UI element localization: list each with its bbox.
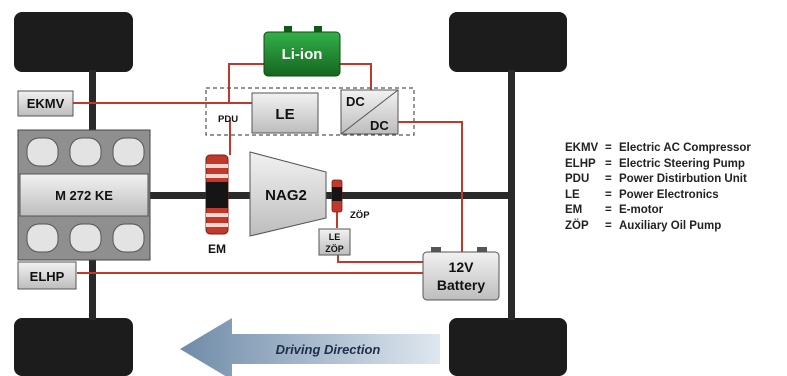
driving-direction-label: Driving Direction — [276, 342, 381, 357]
engine-label-box — [19, 173, 149, 217]
em-core — [206, 182, 228, 208]
transmission-label: NAG2 — [265, 187, 307, 204]
driving-direction-arrow — [180, 318, 440, 376]
le-label: LE — [275, 106, 294, 123]
legend-abbr: EM — [565, 204, 583, 217]
ekmv-box — [17, 90, 74, 117]
tire-rear-right — [449, 318, 567, 376]
legend-eq: = — [605, 157, 612, 170]
battery-12v-terminal-right — [477, 247, 487, 253]
tire-front-right — [14, 318, 133, 376]
ekmv-label: EKMV — [27, 96, 65, 111]
legend-eq: = — [605, 173, 612, 186]
engine-cylinder-2 — [69, 137, 102, 167]
engine-cylinder-3 — [112, 137, 145, 167]
em-stripe-4 — [206, 223, 228, 227]
legend-desc: Auxiliary Oil Pump — [619, 219, 722, 232]
engine-label: M 272 KE — [55, 188, 113, 203]
legend-row: EKMV = Electric AC Compressor — [565, 141, 751, 157]
pdu-label: PDU — [218, 114, 238, 125]
dcdc-diagonal — [340, 89, 399, 135]
legend-abbr: ZÖP — [565, 219, 589, 232]
legend-row: ELHP = Electric Steering Pump — [565, 157, 751, 173]
em-stripe-2 — [206, 174, 228, 178]
battery-12v-terminal-left — [431, 247, 441, 253]
legend-eq: = — [605, 142, 612, 154]
tire-rear-left — [449, 12, 567, 72]
liion-terminal-right — [314, 26, 322, 34]
battery-12v-label-line2: Battery — [437, 277, 485, 293]
elhp-label: ELHP — [30, 269, 65, 284]
dc-top-label: DC — [346, 94, 365, 109]
legend-row: ZÖP = Auxiliary Oil Pump — [565, 219, 751, 235]
wiring — [73, 63, 463, 274]
battery-12v-label-line1: 12V — [449, 259, 475, 275]
le-zop-label-line1: LE — [329, 232, 341, 242]
legend-desc: Electric Steering Pump — [619, 157, 745, 170]
legend-desc: Power Electronics — [619, 188, 719, 201]
transmission-nag2 — [249, 151, 327, 237]
legend-abbr: LE — [565, 188, 580, 201]
em-stripe-3 — [206, 213, 228, 217]
liion-label: Li-ion — [282, 46, 323, 63]
em-label: EM — [208, 242, 226, 256]
zop-pump-core — [332, 187, 342, 201]
legend-desc: E-motor — [619, 204, 664, 217]
le-zop-label-line2: ZÖP — [325, 244, 344, 254]
tire-front-left — [14, 12, 133, 72]
legend-abbr: PDU — [565, 173, 590, 186]
legend-abbr: ELHP — [565, 157, 596, 170]
zop-label: ZÖP — [350, 210, 370, 221]
liion-terminal-left — [284, 26, 292, 34]
elhp-box — [17, 261, 77, 290]
battery-12v — [422, 251, 500, 301]
engine-cylinder-6 — [112, 223, 145, 253]
legend-eq: = — [605, 204, 612, 217]
em-stripe-1 — [206, 164, 228, 168]
legend-eq: = — [605, 188, 612, 201]
drive-shaft — [150, 192, 512, 199]
legend-abbr: EKMV — [565, 142, 599, 154]
engine-cylinder-4 — [26, 223, 59, 253]
liion-battery — [263, 31, 341, 77]
legend: EKMV = Electric AC Compressor ELHP = Ele… — [565, 141, 751, 235]
engine-cylinder-5 — [69, 223, 102, 253]
legend-desc: Electric AC Compressor — [619, 142, 751, 154]
legend-row: LE = Power Electronics — [565, 188, 751, 204]
le-box — [251, 92, 319, 134]
dc-bottom-label: DC — [370, 118, 389, 133]
pdu-region — [205, 87, 415, 136]
le-zop-box — [318, 228, 351, 256]
legend-eq: = — [605, 219, 612, 232]
legend-row: PDU = Power Distirbution Unit — [565, 172, 751, 188]
engine-cylinder-1 — [26, 137, 59, 167]
legend-desc: Power Distirbution Unit — [619, 173, 747, 186]
legend-row: EM = E-motor — [565, 203, 751, 219]
